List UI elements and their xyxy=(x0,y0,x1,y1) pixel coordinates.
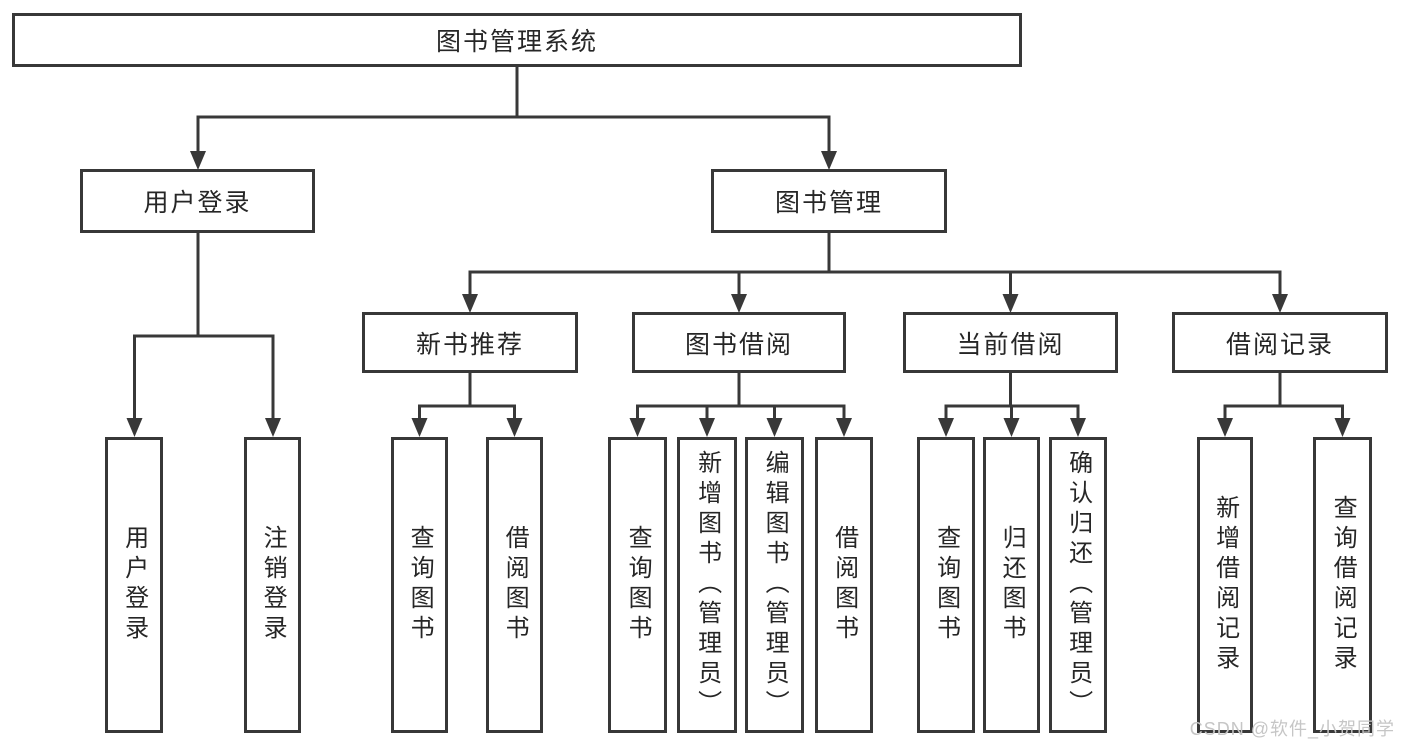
leaf-label: 查询借阅记录 xyxy=(1329,495,1357,675)
leaf-confirm-return-admin: 确认归还（管理员） xyxy=(1049,437,1107,733)
leaf-label: 新增图书（管理员） xyxy=(693,450,721,720)
node-current-borrowing: 当前借阅 xyxy=(903,312,1118,373)
leaf-label: 借阅图书 xyxy=(830,525,858,645)
leaf-label: 归还图书 xyxy=(998,525,1026,645)
node-label: 当前借阅 xyxy=(956,330,1065,359)
node-new-book-recommend: 新书推荐 xyxy=(362,312,578,373)
node-label: 图书管理 xyxy=(774,189,883,217)
leaf-borrow-books: 借阅图书 xyxy=(815,437,873,733)
leaf-edit-books-admin: 编辑图书（管理员） xyxy=(745,437,804,733)
leaf-label: 借阅图书 xyxy=(501,525,529,645)
leaf-user-login: 用户登录 xyxy=(105,437,163,733)
node-book-management: 图书管理 xyxy=(711,169,947,233)
leaf-query-books-current: 查询图书 xyxy=(917,437,975,733)
node-book-borrowing: 图书借阅 xyxy=(632,312,846,373)
leaf-label: 确认归还（管理员） xyxy=(1064,450,1092,720)
node-borrowing-records: 借阅记录 xyxy=(1172,312,1388,373)
leaf-label: 用户登录 xyxy=(120,525,148,645)
leaf-label: 注销登录 xyxy=(259,525,287,645)
leaf-label: 查询图书 xyxy=(624,525,652,645)
leaf-add-books-admin: 新增图书（管理员） xyxy=(677,437,737,733)
leaf-logout: 注销登录 xyxy=(244,437,301,733)
node-user-login: 用户登录 xyxy=(80,169,315,233)
leaf-label: 新增借阅记录 xyxy=(1211,495,1239,675)
node-label: 图书管理系统 xyxy=(435,28,598,56)
leaf-query-books-borrowing: 查询图书 xyxy=(608,437,667,733)
node-label: 用户登录 xyxy=(143,189,252,217)
leaf-label: 查询图书 xyxy=(406,525,434,645)
leaf-add-borrow-record: 新增借阅记录 xyxy=(1197,437,1253,733)
leaf-label: 查询图书 xyxy=(932,525,960,645)
node-label: 新书推荐 xyxy=(415,330,524,359)
node-label: 图书借阅 xyxy=(684,330,793,359)
node-library-management-system: 图书管理系统 xyxy=(12,13,1022,67)
csdn-watermark: CSDN @软件_小贺同学 xyxy=(1189,719,1395,739)
leaf-return-books: 归还图书 xyxy=(983,437,1040,733)
leaf-label: 编辑图书（管理员） xyxy=(761,450,789,720)
node-label: 借阅记录 xyxy=(1225,330,1334,359)
leaf-query-borrow-record: 查询借阅记录 xyxy=(1313,437,1372,733)
leaf-borrow-books-recommend: 借阅图书 xyxy=(486,437,543,733)
leaf-query-books-recommend: 查询图书 xyxy=(391,437,448,733)
